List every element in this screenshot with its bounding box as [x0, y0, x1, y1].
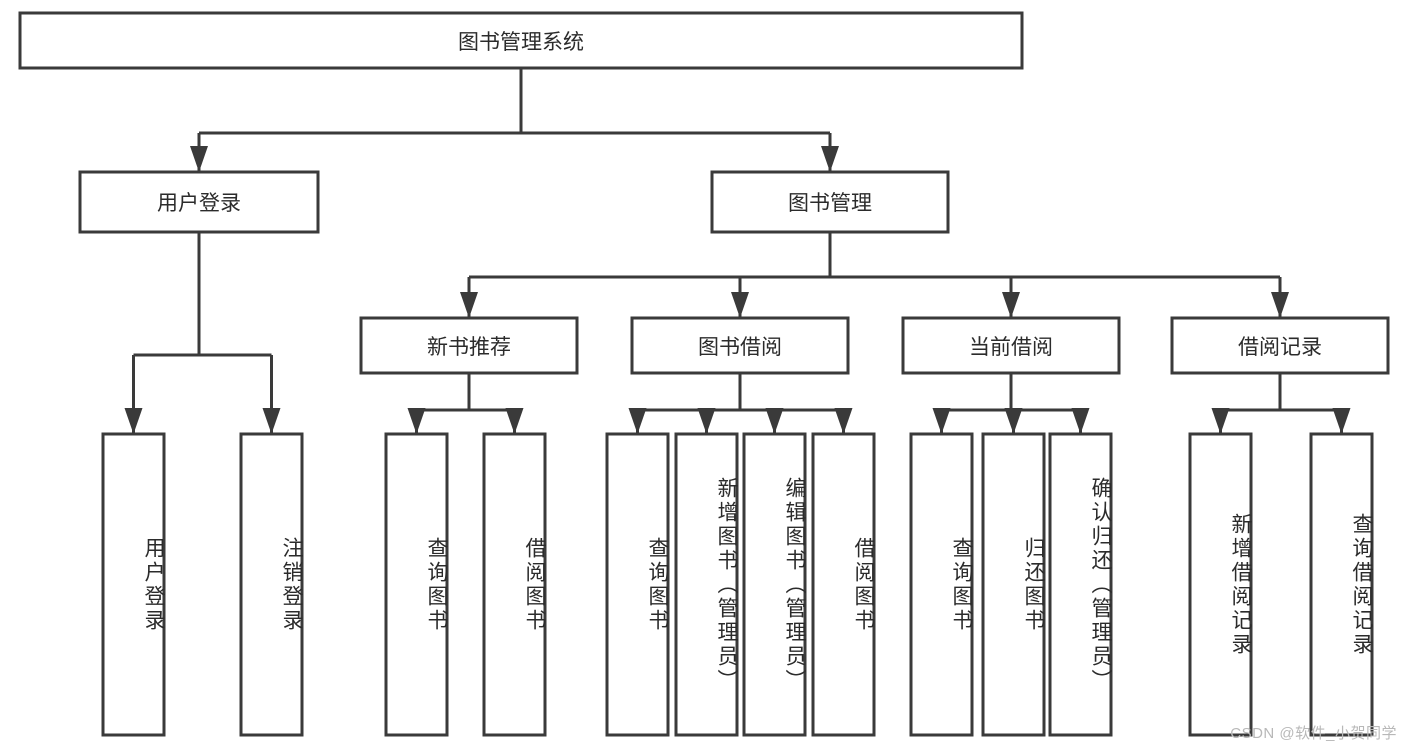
node-level3-0[interactable]: [359, 316, 579, 375]
node-leaf-8-label: 查询图书: [950, 536, 973, 633]
arrow-head-icon: [628, 408, 647, 434]
arrow-head-icon: [932, 408, 951, 434]
arrow-head-icon: [1071, 408, 1090, 434]
node-leaf-3[interactable]: [482, 432, 547, 737]
node-leaf-3-label: 借阅图书: [523, 536, 546, 633]
node-leaf-5-label: 新增图书（管理员）: [715, 476, 738, 693]
arrow-head-icon: [505, 408, 524, 434]
arrow-head-icon: [1211, 408, 1230, 434]
node-leaf-0-label: 用户登录: [142, 536, 165, 633]
node-leaf-2[interactable]: [384, 432, 449, 737]
arrow-head-icon: [407, 408, 426, 434]
arrow-head-icon: [124, 408, 143, 434]
node-level2-1-label: 图书管理: [788, 192, 872, 215]
node-level3-3[interactable]: [1170, 316, 1390, 375]
node-level2-0-label: 用户登录: [157, 192, 241, 215]
node-leaf-1[interactable]: [239, 432, 304, 737]
arrow-head-icon: [262, 408, 281, 434]
node-leaf-6[interactable]: [742, 432, 807, 737]
node-leaf-7-label: 借阅图书: [852, 536, 875, 633]
csdn-watermark: CSDN @软件_小贺同学: [1230, 725, 1397, 742]
node-leaf-11[interactable]: [1188, 432, 1253, 737]
node-leaf-10[interactable]: [1048, 432, 1113, 737]
arrow-head-icon: [1332, 408, 1351, 434]
node-leaf-12-label: 查询借阅记录: [1350, 512, 1373, 657]
node-level2-1[interactable]: [710, 170, 950, 234]
node-leaf-7[interactable]: [811, 432, 876, 737]
node-root[interactable]: [18, 11, 1024, 70]
node-leaf-9[interactable]: [981, 432, 1046, 737]
node-level3-3-label: 借阅记录: [1238, 335, 1322, 359]
arrow-head-icon: [821, 146, 839, 172]
node-leaf-6-label: 编辑图书（管理员）: [783, 476, 806, 693]
node-leaf-0[interactable]: [101, 432, 166, 737]
node-leaf-12[interactable]: [1309, 432, 1374, 737]
node-leaf-11-label: 新增借阅记录: [1229, 512, 1252, 657]
node-level3-1-label: 图书借阅: [698, 335, 782, 359]
node-leaf-5[interactable]: [674, 432, 739, 737]
arrow-head-icon: [460, 292, 478, 318]
boxes-layer: [18, 11, 1390, 737]
node-level3-0-label: 新书推荐: [427, 335, 511, 359]
node-leaf-1-label: 注销登录: [280, 536, 303, 633]
node-root-label: 图书管理系统: [458, 30, 584, 54]
arrow-head-icon: [834, 408, 853, 434]
arrow-head-icon: [731, 292, 749, 318]
node-leaf-4-label: 查询图书: [646, 536, 669, 633]
arrow-head-icon: [190, 146, 208, 172]
arrow-head-icon: [765, 408, 784, 434]
node-level2-0[interactable]: [78, 170, 320, 234]
node-leaf-4[interactable]: [605, 432, 670, 737]
node-level3-2-label: 当前借阅: [969, 335, 1053, 359]
arrow-head-icon: [697, 408, 716, 434]
arrow-head-icon: [1004, 408, 1023, 434]
node-leaf-10-label: 确认归还（管理员）: [1089, 476, 1112, 693]
connectors-layer: [124, 68, 1351, 434]
node-level3-2[interactable]: [901, 316, 1121, 375]
node-leaf-2-label: 查询图书: [425, 536, 448, 633]
node-level3-1[interactable]: [630, 316, 850, 375]
arrow-head-icon: [1271, 292, 1289, 318]
node-leaf-8[interactable]: [909, 432, 974, 737]
arrow-head-icon: [1002, 292, 1020, 318]
node-leaf-9-label: 归还图书: [1022, 536, 1045, 633]
